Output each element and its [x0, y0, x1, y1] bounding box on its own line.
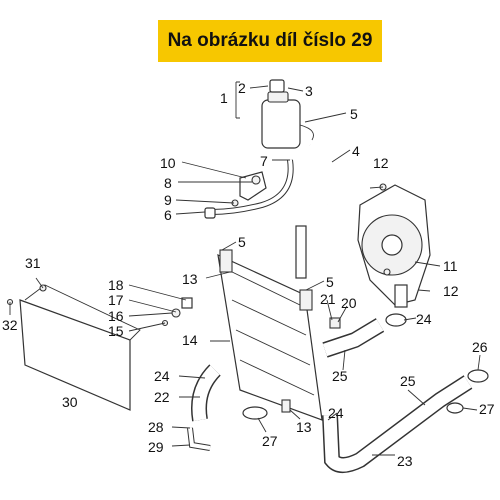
radiator[interactable]: [217, 249, 323, 421]
callout-16: 16: [108, 308, 124, 324]
hose-clamp: [242, 399, 291, 420]
callout-25: 25: [332, 368, 348, 384]
callout-12: 12: [373, 155, 389, 171]
callout-18: 18: [108, 277, 124, 293]
callout-22: 22: [154, 389, 170, 405]
callout-13: 13: [296, 419, 312, 435]
callout-27: 27: [262, 433, 278, 449]
callout-6: 6: [164, 207, 172, 223]
callout-8: 8: [164, 175, 172, 191]
callout-29: 29: [148, 439, 164, 455]
callout-9: 9: [164, 192, 172, 208]
callout-12: 12: [443, 283, 459, 299]
bleed-fitting[interactable]: [187, 427, 211, 451]
callout-23: 23: [397, 453, 413, 469]
callout-5: 5: [238, 234, 246, 250]
radiator-cover[interactable]: [19, 284, 141, 411]
callout-3: 3: [305, 83, 313, 99]
callout-5: 5: [350, 106, 358, 122]
callout-4: 4: [352, 143, 360, 159]
callout-21: 21: [320, 291, 336, 307]
callout-11: 11: [443, 258, 458, 274]
bracket-1: [235, 81, 240, 119]
lower-left-hose[interactable]: [191, 364, 221, 422]
banner-title: Na obrázku díl číslo 29: [167, 30, 373, 51]
cooling-fan[interactable]: [357, 183, 431, 308]
lower-hose[interactable]: [322, 369, 489, 473]
overflow-hose[interactable]: [309, 143, 333, 206]
callout-14: 14: [182, 332, 198, 348]
callout-5: 5: [326, 274, 334, 290]
callout-28: 28: [148, 419, 164, 435]
callout-7: 7: [260, 153, 268, 169]
callout-2: 2: [238, 80, 246, 96]
callout-30: 30: [62, 394, 78, 410]
callout-26: 26: [472, 339, 488, 355]
callout-32: 32: [2, 317, 18, 333]
callout-24: 24: [416, 311, 432, 327]
callout-24: 24: [328, 405, 344, 421]
callout-25: 25: [400, 373, 416, 389]
filler-pipe: [295, 225, 307, 279]
expansion-tank[interactable]: [261, 79, 314, 149]
callout-20: 20: [341, 295, 357, 311]
upper-hose[interactable]: [322, 313, 407, 358]
callout-15: 15: [108, 323, 124, 339]
callout-10: 10: [160, 155, 176, 171]
mounting-bracket[interactable]: [231, 171, 267, 207]
callout-31: 31: [25, 255, 41, 271]
title-banner: Na obrázku díl číslo 29: [158, 20, 382, 62]
callout-13: 13: [182, 271, 198, 287]
callout-17: 17: [108, 292, 124, 308]
callout-24: 24: [154, 368, 170, 384]
callout-1: 1: [220, 90, 228, 106]
tank-hose[interactable]: [204, 159, 294, 219]
leader-lines: [9, 85, 481, 456]
callout-27: 27: [479, 401, 495, 417]
callout-labels: 1 2 3 5 4 7 10 8 9 6 12 5 13 5 11 31 18 …: [2, 80, 495, 469]
